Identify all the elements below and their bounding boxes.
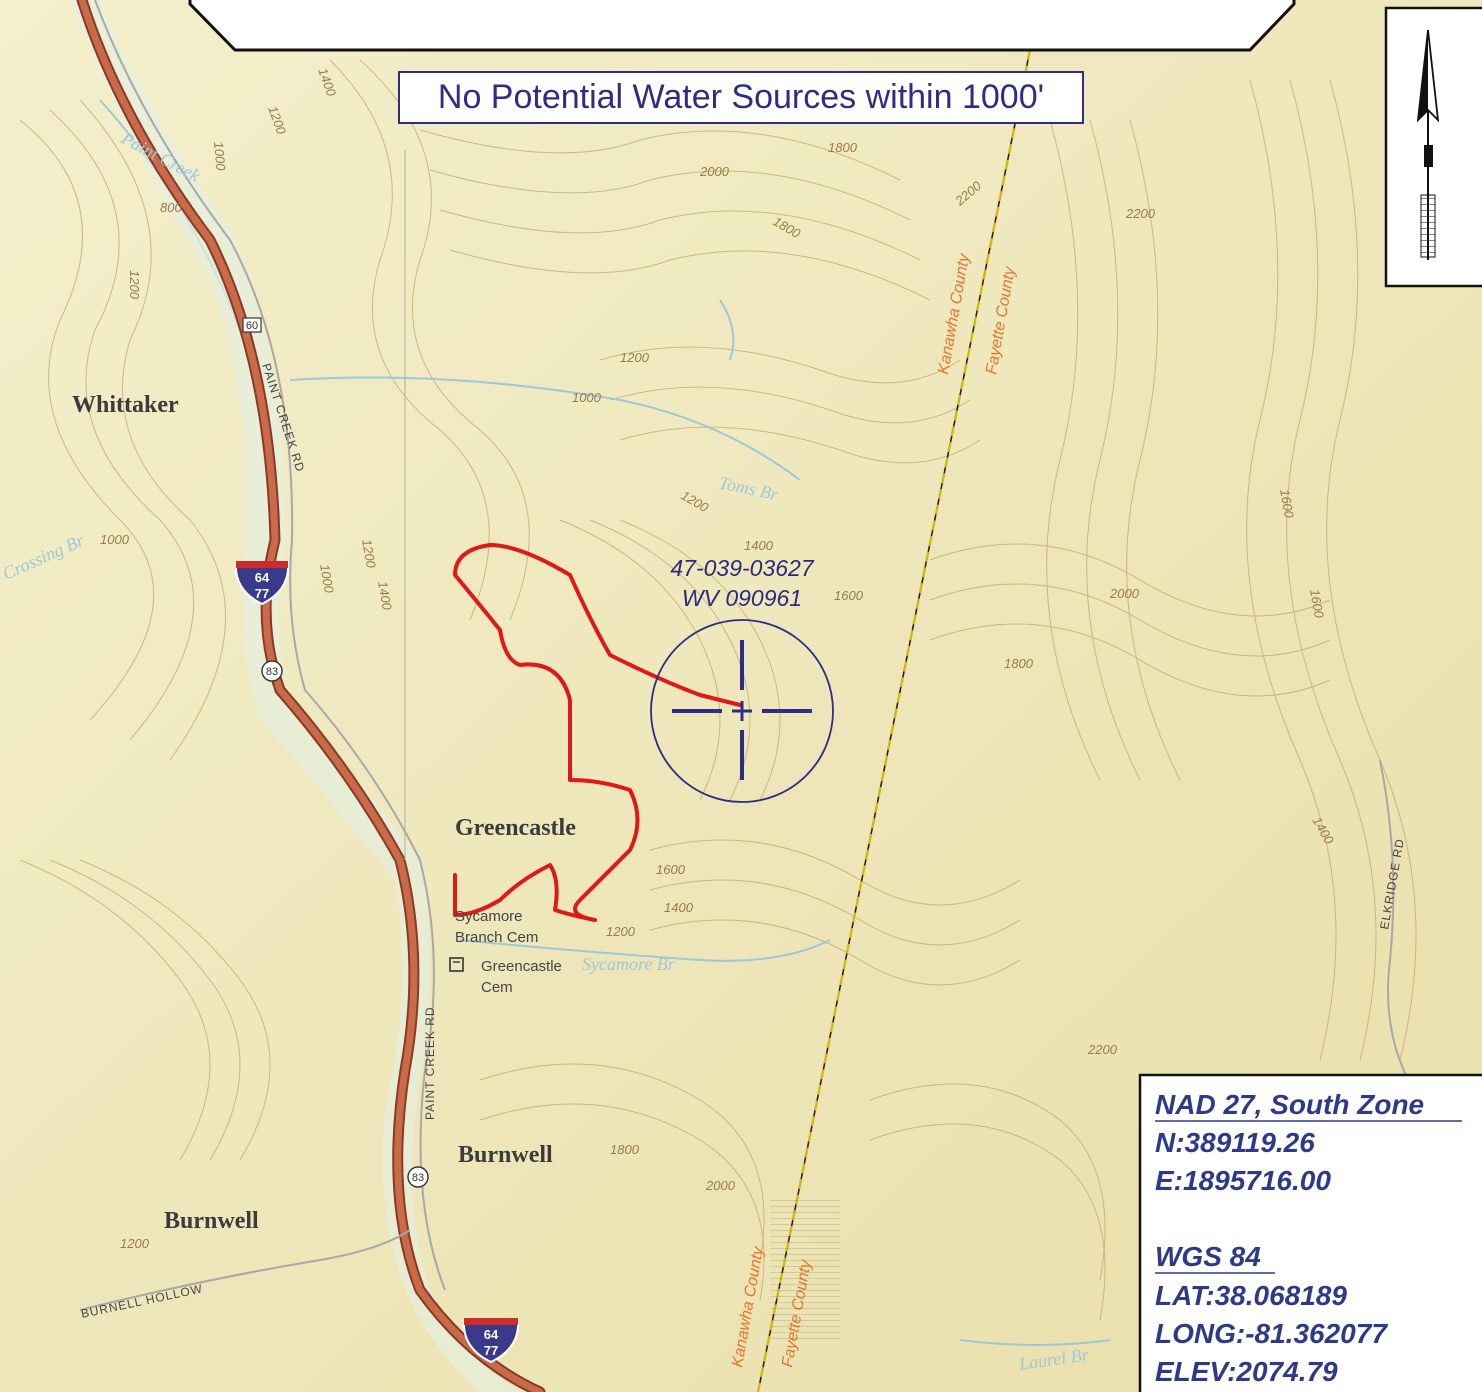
well-api-label: 47-039-03627	[670, 555, 814, 581]
route-60-text: 60	[246, 320, 258, 332]
contour-label: 1400	[664, 900, 694, 915]
coord-lat: LAT:38.068189	[1155, 1280, 1347, 1311]
coord-elev: ELEV:2074.79	[1155, 1356, 1338, 1387]
contour-lines	[19, 59, 1417, 1321]
coordinate-panel: NAD 27, South Zone N:389119.26 E:1895716…	[1138, 1073, 1482, 1392]
paint-creek-road	[94, 0, 446, 1291]
north-arrow-panel	[1384, 6, 1482, 288]
route-83-text: 83	[266, 666, 278, 678]
contour-label: 1000	[211, 141, 229, 172]
cem-label-greencastle-1: Greencastle	[481, 958, 562, 975]
route-83-text: 83	[412, 1172, 424, 1184]
title-frame	[188, 0, 1296, 52]
contour-label: 2200	[1087, 1042, 1118, 1057]
shield-77-text: 77	[255, 586, 269, 601]
contour-label: 1800	[610, 1142, 640, 1157]
contour-label: 2200	[1125, 206, 1156, 221]
road-label-paint-creek-south: PAINT CREEK RD	[423, 1006, 437, 1120]
contour-label: 1400	[744, 538, 774, 553]
contour-label: 1600	[656, 862, 686, 877]
contour-label: 1000	[317, 563, 337, 595]
route-83-marker: 83	[261, 660, 283, 682]
coord-easting: E:1895716.00	[1155, 1165, 1331, 1196]
place-burnwell-west: Burnwell	[164, 1208, 259, 1234]
stream-label-sycamore-br: Sycamore Br	[582, 954, 676, 974]
shield-64-text: 64	[255, 570, 270, 585]
contour-label: 1200	[606, 924, 636, 939]
water-source-notice: No Potential Water Sources within 1000'	[438, 78, 1044, 116]
place-greencastle: Greencastle	[455, 815, 576, 841]
shield-64-text: 64	[484, 1327, 499, 1342]
well-access-route	[453, 543, 742, 922]
contour-label: 800	[160, 200, 182, 215]
route-60-marker: 60	[242, 317, 262, 333]
cem-label-sycamore-1: Sycamore	[455, 908, 523, 925]
contour-label: 1000	[572, 390, 602, 405]
elkridge-road	[1379, 759, 1421, 1101]
well-permit-label: WV 090961	[682, 585, 802, 611]
burnell-hollow-road	[79, 1229, 411, 1311]
place-whittaker: Whittaker	[72, 392, 179, 418]
county-line-dash	[756, 49, 1032, 1392]
contour-label: 1600	[834, 588, 864, 603]
well-circle	[650, 619, 834, 803]
contour-label: 1600	[1307, 588, 1327, 620]
shield-77-text: 77	[484, 1343, 498, 1358]
contour-label: 1000	[100, 532, 130, 547]
contour-label: 1800	[1004, 656, 1034, 671]
contour-label: 1200	[120, 1236, 150, 1251]
coord-datum: NAD 27, South Zone	[1155, 1089, 1424, 1120]
cemetery-icon	[449, 957, 464, 972]
contour-label: 1400	[375, 580, 395, 612]
coord-long: LONG:-81.362077	[1155, 1318, 1388, 1349]
coord-northing: N:389119.26	[1155, 1127, 1315, 1158]
place-burnwell-east: Burnwell	[458, 1142, 553, 1168]
contour-label: 2000	[705, 1178, 736, 1193]
route-83-marker: 83	[407, 1166, 429, 1188]
coord-system: WGS 84	[1155, 1241, 1261, 1272]
contour-label: 1600	[1277, 488, 1297, 520]
interstate-shield-south: 64 77	[462, 1318, 520, 1364]
contour-label: 1800	[828, 140, 858, 155]
water-source-notice-box	[398, 71, 1084, 124]
contour-label: 1200	[359, 538, 379, 570]
well-marker	[650, 619, 834, 803]
north-arrow-icon	[1416, 29, 1440, 260]
cem-label-sycamore-2: Branch Cem	[455, 929, 538, 946]
contour-label: 2000	[1109, 586, 1140, 601]
contour-label: 1200	[127, 270, 142, 300]
interstate-64-77-fill	[78, 0, 544, 1392]
cem-label-greencastle-2: Cem	[481, 979, 513, 996]
contour-label: 2000	[699, 164, 730, 179]
contour-label: 1200	[620, 350, 650, 365]
hillshade-hatching	[770, 1200, 840, 1340]
interstate-shield-north: 64 77	[234, 561, 290, 606]
